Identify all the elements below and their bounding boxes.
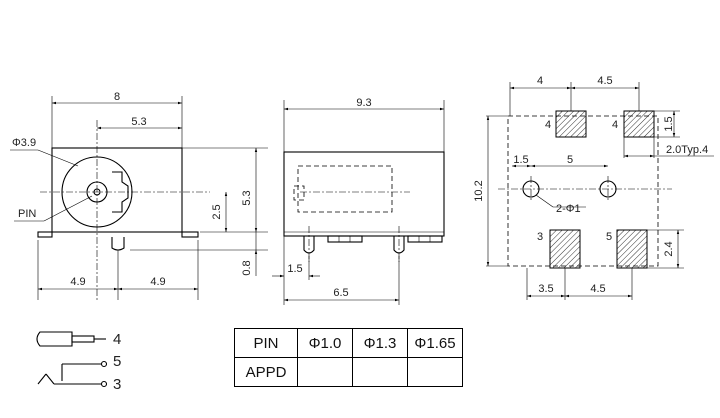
- side-pin-span-dim: 6.5: [333, 287, 348, 299]
- fp-hole-offset-dim: 1.5: [513, 154, 528, 166]
- side-view: 9.3 1.5 6.5: [272, 97, 445, 305]
- fp-pad-label-3: 3: [537, 231, 543, 243]
- front-leg-dim: 0.8: [241, 260, 253, 275]
- fp-pad-pitch-2-dim: 4.5: [597, 75, 612, 87]
- pad-5: [616, 229, 648, 269]
- pad-3: [549, 229, 581, 269]
- fp-typ-dim: 2.0Typ.4: [666, 144, 708, 156]
- fp-hole-pitch-dim: 5: [567, 154, 573, 166]
- appd-label-cell: APPD: [234, 357, 298, 387]
- appd-value-1-65: [407, 357, 463, 387]
- pin-option-1-3: Φ1.3: [352, 328, 408, 358]
- pad-4-left: [555, 110, 587, 138]
- pin-label: PIN: [18, 208, 36, 220]
- pad-4-right: [623, 110, 655, 138]
- appd-value-1-3: [352, 357, 408, 387]
- front-left-dim: 4.9: [70, 276, 85, 288]
- fp-pad-label-2: 4: [612, 119, 618, 131]
- pin-option-1-0: Φ1.0: [297, 328, 353, 358]
- front-height-dim: 5.3: [241, 190, 253, 205]
- front-width-dim: 8: [114, 91, 120, 103]
- pcb-footprint: 4 4.5 4 4 3 5 1.5 2.0Typ.4 1.5 5 10.2 2-…: [473, 75, 714, 300]
- pin-option-1-65: Φ1.65: [407, 328, 463, 358]
- fp-bottom-right-dim: 4.5: [590, 283, 605, 295]
- front-offset-dim: 5.3: [131, 116, 146, 128]
- front-view: 8 5.3 Φ3.9 PIN 4.9 4.9 2.5 5.3 0.8: [10, 91, 268, 300]
- pin-size-table: PIN Φ1.0 Φ1.3 Φ1.65 APPD: [234, 328, 463, 387]
- fp-pad-pitch-1-dim: 4: [537, 75, 543, 87]
- appd-value-1-0: [297, 357, 353, 387]
- fp-pad-label-5: 5: [606, 231, 612, 243]
- front-body-outline: [51, 147, 183, 233]
- schematic-pin-4: 4: [113, 331, 121, 348]
- fp-bottom-left-dim: 3.5: [538, 283, 553, 295]
- side-length-dim: 9.3: [356, 97, 371, 109]
- schematic-pin-5: 5: [113, 353, 121, 370]
- plug-symbol: [36, 331, 73, 347]
- front-center-height-dim: 2.5: [211, 204, 223, 219]
- fp-hole-label: 2-Φ1: [556, 203, 581, 215]
- pin-header-cell: PIN: [234, 328, 298, 358]
- front-hole-dim: Φ3.9: [12, 137, 36, 149]
- schematic-pin-3: 3: [113, 376, 121, 393]
- fp-pad-large-dim: 2.4: [663, 241, 675, 256]
- table-row: PIN Φ1.0 Φ1.3 Φ1.65: [234, 328, 463, 358]
- front-right-dim: 4.9: [150, 276, 165, 288]
- side-pin-offset-dim: 1.5: [287, 263, 302, 275]
- fp-pad-label-1: 4: [545, 119, 551, 131]
- jack-schematic: 4 5 3: [36, 331, 121, 393]
- side-body-outline: [283, 151, 445, 237]
- fp-total-height-dim: 10.2: [473, 180, 485, 201]
- fp-pad-height-dim: 1.5: [663, 116, 675, 131]
- table-row: APPD: [234, 357, 463, 387]
